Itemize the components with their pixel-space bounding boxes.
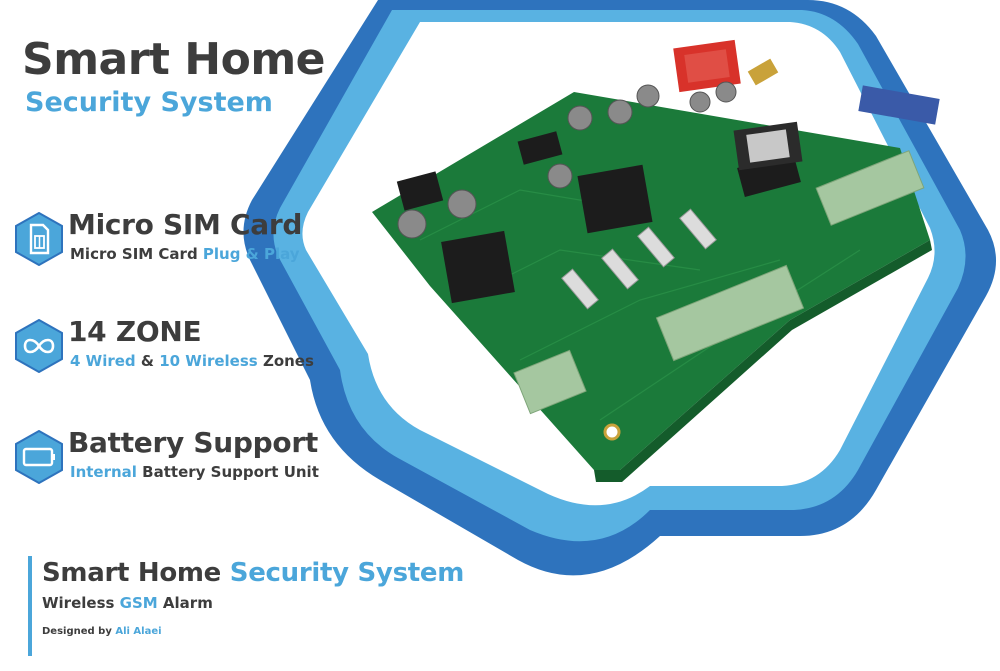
hero-title-line2: Security System	[25, 87, 273, 118]
feature-title: 14 ZONE	[68, 315, 202, 348]
footer-subtitle: Wireless GSM Alarm	[42, 594, 213, 612]
feature-subtitle: Internal Battery Support Unit	[70, 463, 319, 481]
pcb-board-edge	[594, 240, 932, 482]
sim-card-icon	[15, 212, 63, 266]
terminal-block-2	[655, 264, 805, 362]
designer-credit: Designed by Ali Alaei	[42, 626, 162, 637]
rf-module	[858, 85, 940, 125]
terminal-block-3	[513, 349, 587, 415]
infinity-icon	[15, 319, 63, 373]
terminal-block-1	[815, 150, 925, 226]
battery-icon	[15, 430, 63, 484]
footer-block: Smart Home Security System Wireless GSM …	[28, 556, 464, 656]
footer-title: Smart Home Security System	[42, 558, 465, 588]
hero-title-line1: Smart Home	[22, 34, 326, 85]
pcb-board	[372, 92, 930, 470]
feature-subtitle: 4 Wired & 10 Wireless Zones	[70, 352, 314, 370]
hero-title: Smart Home Security System	[22, 34, 326, 120]
feature-title: Battery Support	[68, 426, 318, 459]
feature-subtitle: Micro SIM Card Plug & Play	[70, 245, 300, 263]
feature-title: Micro SIM Card	[68, 208, 303, 241]
pcb-board-image	[372, 39, 940, 482]
